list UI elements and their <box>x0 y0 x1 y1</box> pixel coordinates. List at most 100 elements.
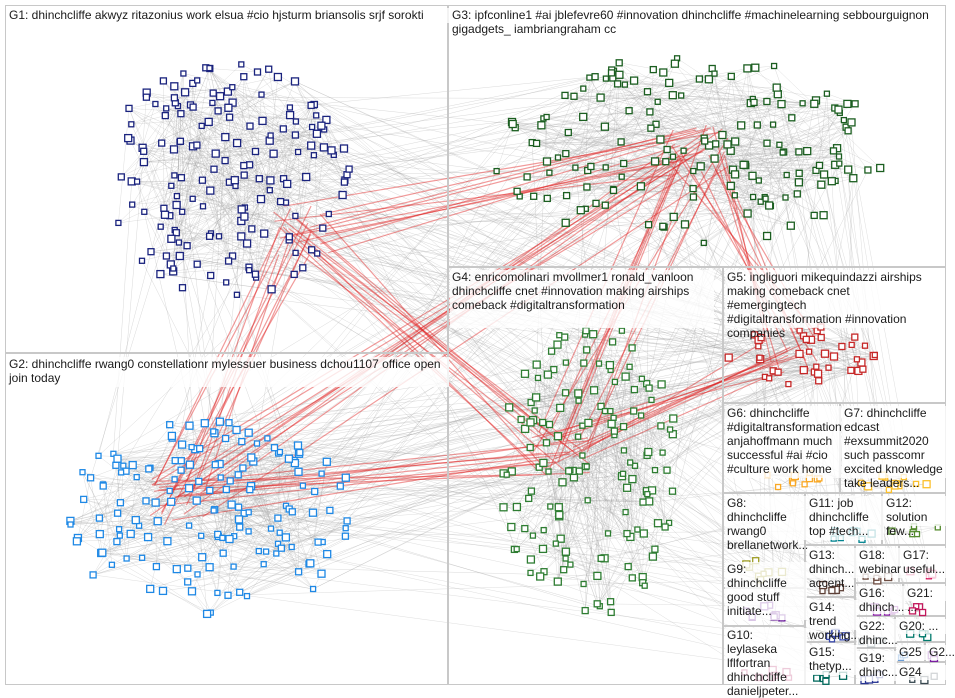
node-g2 <box>88 475 94 481</box>
node-g3 <box>619 174 624 179</box>
node-g4 <box>621 448 626 453</box>
node-g2 <box>311 587 316 592</box>
node-g3 <box>690 194 696 200</box>
node-g4 <box>645 449 652 456</box>
node-g1 <box>208 273 214 279</box>
node-g2 <box>195 572 200 577</box>
node-g3 <box>538 122 545 129</box>
node-g3 <box>534 140 540 146</box>
node-g4 <box>655 520 662 527</box>
node-g4 <box>528 488 534 494</box>
node-g1 <box>226 258 232 264</box>
node-g3 <box>524 174 530 180</box>
node-g4 <box>575 390 582 397</box>
node-g4 <box>562 548 569 555</box>
node-g2 <box>96 531 103 538</box>
node-g4 <box>504 472 509 477</box>
node-g3 <box>556 155 561 160</box>
node-g3 <box>691 169 696 174</box>
node-g4 <box>522 370 529 377</box>
node-g3 <box>671 154 676 159</box>
group-label-g20: G20: ... <box>897 619 948 634</box>
node-g3 <box>655 99 660 104</box>
node-g4 <box>584 347 590 353</box>
node-g1 <box>215 108 221 114</box>
node-g3 <box>852 101 858 107</box>
node-g1 <box>171 266 176 271</box>
node-g3 <box>728 73 734 79</box>
node-g4 <box>610 339 616 345</box>
node-g1 <box>135 179 140 184</box>
node-g3 <box>764 233 771 240</box>
node-g5 <box>872 353 877 358</box>
node-g1 <box>171 83 178 90</box>
node-g3 <box>602 202 608 208</box>
node-g1 <box>217 93 224 100</box>
node-g3 <box>669 92 676 99</box>
node-g4 <box>548 504 553 509</box>
node-g1 <box>169 183 174 188</box>
node-g2 <box>240 465 246 471</box>
node-g3 <box>845 166 852 173</box>
node-g4 <box>554 578 561 585</box>
node-g1 <box>241 163 247 169</box>
node-g2 <box>173 566 180 573</box>
node-g5 <box>822 350 829 357</box>
node-g1 <box>225 104 232 111</box>
node-g3 <box>780 150 785 155</box>
node-g2 <box>226 536 233 543</box>
node-g5 <box>807 349 812 354</box>
node-g2 <box>223 487 229 493</box>
node-g2 <box>113 462 119 468</box>
node-g2 <box>73 538 80 545</box>
node-g1 <box>184 243 190 249</box>
node-g3 <box>660 223 666 229</box>
node-g1 <box>207 66 212 71</box>
node-g1 <box>158 224 163 229</box>
node-g4 <box>557 333 562 338</box>
group-label-g14: G14: trend working... <box>807 600 857 630</box>
node-g4 <box>662 524 668 530</box>
node-g2 <box>342 533 348 539</box>
node-g1 <box>172 173 177 178</box>
node-g2 <box>289 545 294 550</box>
node-g1 <box>159 140 165 146</box>
node-g2 <box>117 527 122 532</box>
node-g2 <box>99 549 106 556</box>
node-g6 <box>802 482 807 487</box>
node-g2 <box>167 488 172 493</box>
node-g4 <box>518 417 524 423</box>
node-g3 <box>754 122 760 128</box>
node-g2 <box>132 517 139 524</box>
node-g1 <box>140 258 145 263</box>
node-g3 <box>865 167 871 173</box>
node-g1 <box>314 113 319 118</box>
node-g1 <box>247 123 253 129</box>
node-g1 <box>308 142 315 149</box>
node-g3 <box>778 101 785 108</box>
node-g1 <box>181 71 186 76</box>
node-g2 <box>134 475 139 480</box>
node-g1 <box>238 233 245 240</box>
node-g2 <box>127 530 134 537</box>
node-g4 <box>608 409 613 414</box>
node-g3 <box>646 222 652 228</box>
node-g4 <box>584 464 589 469</box>
node-g1 <box>116 220 121 225</box>
node-g4 <box>608 420 615 427</box>
node-g4 <box>540 459 547 466</box>
node-g1 <box>222 134 229 141</box>
node-g2 <box>285 455 292 462</box>
node-g3 <box>631 77 638 84</box>
node-g1 <box>178 111 184 117</box>
node-g3 <box>615 81 621 87</box>
node-g1 <box>143 94 149 100</box>
node-g4 <box>537 573 544 580</box>
node-g3 <box>719 132 726 139</box>
node-g2 <box>218 475 223 480</box>
node-g1 <box>300 265 306 271</box>
node-g2 <box>189 588 196 595</box>
node-g1 <box>140 159 147 166</box>
group-label-g15: G15: thetyp... <box>807 645 857 675</box>
